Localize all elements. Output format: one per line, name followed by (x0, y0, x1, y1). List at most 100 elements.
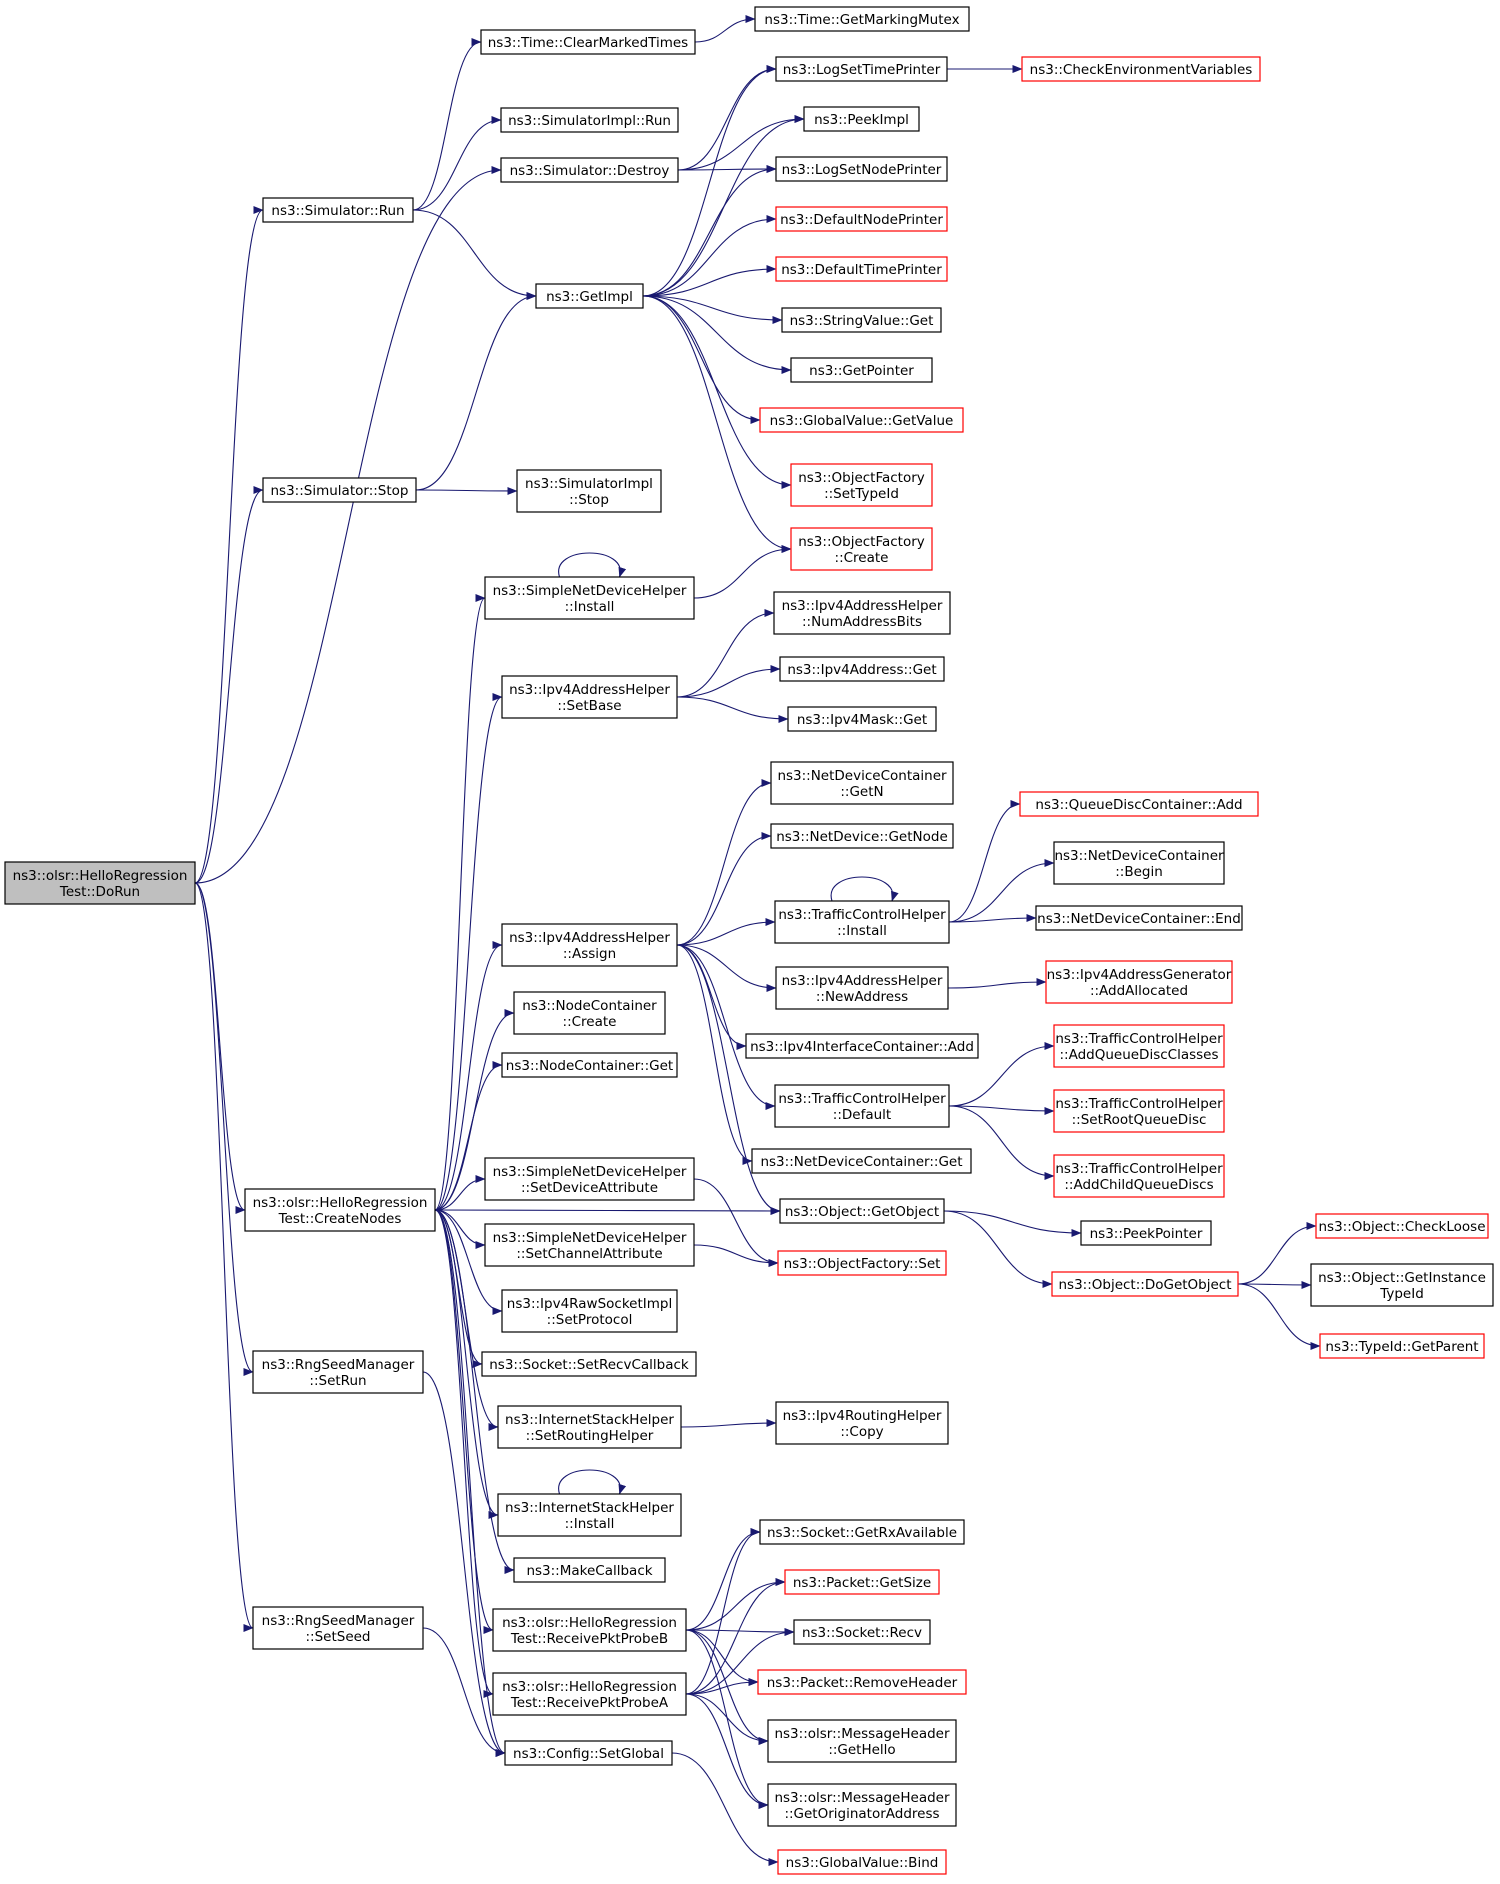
node-box (787, 706, 937, 732)
node-packet_getsize[interactable]: ns3::Packet::GetSize (784, 1569, 940, 1595)
node-mh_gethello[interactable]: ns3::olsr::MessageHeader::GetHello (767, 1719, 957, 1763)
node-nd_getnode[interactable]: ns3::NetDevice::GetNode (770, 823, 954, 849)
node-ipv4ah_setbase[interactable]: ns3::Ipv4AddressHelper::SetBase (501, 675, 678, 719)
node-peekpointer[interactable]: ns3::PeekPointer (1080, 1220, 1212, 1246)
node-time_clear[interactable]: ns3::Time::ClearMarkedTimes (480, 29, 696, 55)
node-socket_getrx[interactable]: ns3::Socket::GetRxAvailable (759, 1519, 965, 1545)
node-recv_b[interactable]: ns3::olsr::HelloRegressionTest::ReceiveP… (492, 1608, 687, 1652)
node-config_setglobal[interactable]: ns3::Config::SetGlobal (504, 1740, 673, 1766)
node-obj_checkloose[interactable]: ns3::Object::CheckLoose (1315, 1213, 1489, 1239)
node-ipv4mask_get[interactable]: ns3::Ipv4Mask::Get (787, 706, 937, 732)
node-deftimeprinter[interactable]: ns3::DefaultTimePrinter (775, 256, 948, 282)
node-typeid_getparent[interactable]: ns3::TypeId::GetParent (1319, 1333, 1485, 1359)
node-ipv4ah_numbits[interactable]: ns3::Ipv4AddressHelper::NumAddressBits (773, 591, 951, 635)
node-label: ns3::SimulatorImpl::Run (508, 113, 671, 129)
node-tch_addqdclasses[interactable]: ns3::TrafficControlHelper::AddQueueDiscC… (1053, 1024, 1225, 1068)
node-ipv4ah_newaddr[interactable]: ns3::Ipv4AddressHelper::NewAddress (775, 966, 949, 1010)
edge-recv_a-packet_getsize (685, 1578, 786, 1695)
node-rng_setseed[interactable]: ns3::RngSeedManager::SetSeed (252, 1606, 424, 1650)
node-label: ns3::NetDeviceContainer::Get (760, 1154, 962, 1170)
node-ish_install[interactable]: ns3::InternetStackHelper::Install (497, 1493, 682, 1537)
node-sndh_setchan[interactable]: ns3::SimpleNetDeviceHelper::SetChannelAt… (484, 1223, 695, 1267)
node-tch_addchild[interactable]: ns3::TrafficControlHelper::AddChildQueue… (1053, 1154, 1225, 1198)
node-checkenv[interactable]: ns3::CheckEnvironmentVariables (1021, 56, 1261, 82)
node-rng_setrun[interactable]: ns3::RngSeedManager::SetRun (252, 1350, 424, 1394)
edge-ipv4ah_assign-ipv4ic_add (676, 944, 747, 1050)
edge-createnodes-ipv4ah_assign (434, 941, 503, 1211)
node-socket_setrecv[interactable]: ns3::Socket::SetRecvCallback (481, 1351, 697, 1377)
node-ipv4addr_get[interactable]: ns3::Ipv4Address::Get (779, 656, 945, 682)
node-of_set[interactable]: ns3::ObjectFactory::Set (777, 1250, 947, 1276)
edge-root-sim_destroy (194, 166, 502, 884)
edge-tch_default-tch_addchild (948, 1105, 1055, 1180)
edge-ipv4ah_assign-ndc_get (676, 944, 753, 1165)
node-sim_run[interactable]: ns3::Simulator::Run (262, 197, 414, 223)
node-label: Test::CreateNodes (278, 1211, 402, 1227)
node-label: ns3::Object::DoGetObject (1058, 1277, 1231, 1293)
node-sim_stop[interactable]: ns3::Simulator::Stop (262, 477, 417, 503)
node-qdc_add[interactable]: ns3::QueueDiscContainer::Add (1019, 791, 1259, 817)
node-getpointer[interactable]: ns3::GetPointer (790, 357, 933, 383)
node-ndc_begin[interactable]: ns3::NetDeviceContainer::Begin (1053, 841, 1225, 885)
node-ndc_getn[interactable]: ns3::NetDeviceContainer::GetN (770, 761, 954, 805)
node-label: ns3::Simulator::Stop (271, 483, 409, 499)
node-ipv4ic_add[interactable]: ns3::Ipv4InterfaceContainer::Add (745, 1033, 979, 1059)
node-ndc_get[interactable]: ns3::NetDeviceContainer::Get (751, 1148, 972, 1174)
node-label: ::SetTypeId (824, 486, 899, 502)
node-ipv4rh_copy[interactable]: ns3::Ipv4RoutingHelper::Copy (775, 1401, 949, 1445)
node-peekimpl[interactable]: ns3::PeekImpl (803, 106, 920, 132)
node-label: ns3::SimpleNetDeviceHelper (493, 1230, 687, 1246)
node-box (784, 1569, 940, 1595)
edge-recv_b-socket_getrx (685, 1528, 761, 1631)
node-ipv4raw_setproto[interactable]: ns3::Ipv4RawSocketImpl::SetProtocol (501, 1289, 678, 1333)
node-label: ns3::DefaultTimePrinter (781, 262, 942, 278)
node-createnodes[interactable]: ns3::olsr::HelloRegressionTest::CreateNo… (244, 1188, 436, 1232)
node-of_create[interactable]: ns3::ObjectFactory::Create (790, 527, 933, 571)
node-logsetnode[interactable]: ns3::LogSetNodePrinter (775, 156, 948, 182)
node-tch_install[interactable]: ns3::TrafficControlHelper::Install (774, 900, 950, 944)
node-box (501, 675, 678, 719)
node-makecallback[interactable]: ns3::MakeCallback (513, 1557, 666, 1583)
node-label: ::Copy (840, 1424, 883, 1440)
node-ipv4ag_addalloc[interactable]: ns3::Ipv4AddressGenerator::AddAllocated (1045, 960, 1233, 1004)
node-recv_a[interactable]: ns3::olsr::HelloRegressionTest::ReceiveP… (492, 1672, 687, 1716)
node-logsettime[interactable]: ns3::LogSetTimePrinter (775, 56, 948, 82)
edge-getimpl-defnodeprinter (642, 215, 777, 297)
node-socket_recv[interactable]: ns3::Socket::Recv (793, 1619, 931, 1645)
node-ipv4ah_assign[interactable]: ns3::Ipv4AddressHelper::Assign (501, 923, 678, 967)
node-defnodeprinter[interactable]: ns3::DefaultNodePrinter (775, 206, 948, 232)
node-nc_get[interactable]: ns3::NodeContainer::Get (501, 1052, 678, 1078)
node-getimpl[interactable]: ns3::GetImpl (535, 283, 644, 309)
node-label: ns3::ObjectFactory::Set (784, 1256, 941, 1272)
node-label: ns3::TrafficControlHelper (1055, 1096, 1223, 1112)
node-box (1021, 56, 1261, 82)
node-tch_setroot[interactable]: ns3::TrafficControlHelper::SetRootQueueD… (1053, 1089, 1225, 1133)
node-obj_getobject[interactable]: ns3::Object::GetObject (779, 1198, 945, 1224)
node-gv_bind[interactable]: ns3::GlobalValue::Bind (777, 1849, 947, 1875)
node-simimpl_stop[interactable]: ns3::SimulatorImpl::Stop (516, 469, 662, 513)
node-sndh_install[interactable]: ns3::SimpleNetDeviceHelper::Install (484, 576, 695, 620)
node-gv_getvalue[interactable]: ns3::GlobalValue::GetValue (759, 407, 964, 433)
edge-ipv4ah_assign-tch_install (676, 918, 776, 946)
node-ish_setrouting[interactable]: ns3::InternetStackHelper::SetRoutingHelp… (497, 1405, 682, 1449)
edge-sim_run-time_clear (412, 38, 482, 211)
node-label: ns3::Ipv4AddressHelper (509, 930, 670, 946)
node-packet_removeheader[interactable]: ns3::Packet::RemoveHeader (757, 1669, 967, 1695)
node-label: ns3::NetDeviceContainer::End (1037, 911, 1241, 927)
node-tch_default[interactable]: ns3::TrafficControlHelper::Default (774, 1084, 950, 1128)
node-sndh_setdev[interactable]: ns3::SimpleNetDeviceHelper::SetDeviceAtt… (484, 1157, 695, 1201)
node-sim_destroy[interactable]: ns3::Simulator::Destroy (500, 157, 679, 183)
node-time_mutex[interactable]: ns3::Time::GetMarkingMutex (754, 6, 970, 32)
node-of_settypeid[interactable]: ns3::ObjectFactory::SetTypeId (790, 463, 933, 507)
node-nc_create[interactable]: ns3::NodeContainer::Create (513, 991, 666, 1035)
node-box (1080, 1220, 1212, 1246)
node-obj_dogetobject[interactable]: ns3::Object::DoGetObject (1051, 1271, 1239, 1297)
node-simimpl_run[interactable]: ns3::SimulatorImpl::Run (500, 107, 679, 133)
node-box (244, 1188, 436, 1232)
node-mh_getorig[interactable]: ns3::olsr::MessageHeader::GetOriginatorA… (767, 1783, 957, 1827)
node-ndc_end[interactable]: ns3::NetDeviceContainer::End (1035, 905, 1243, 931)
node-label: ns3::Ipv4AddressHelper (782, 973, 943, 989)
node-stringvalue_get[interactable]: ns3::StringValue::Get (781, 307, 942, 333)
